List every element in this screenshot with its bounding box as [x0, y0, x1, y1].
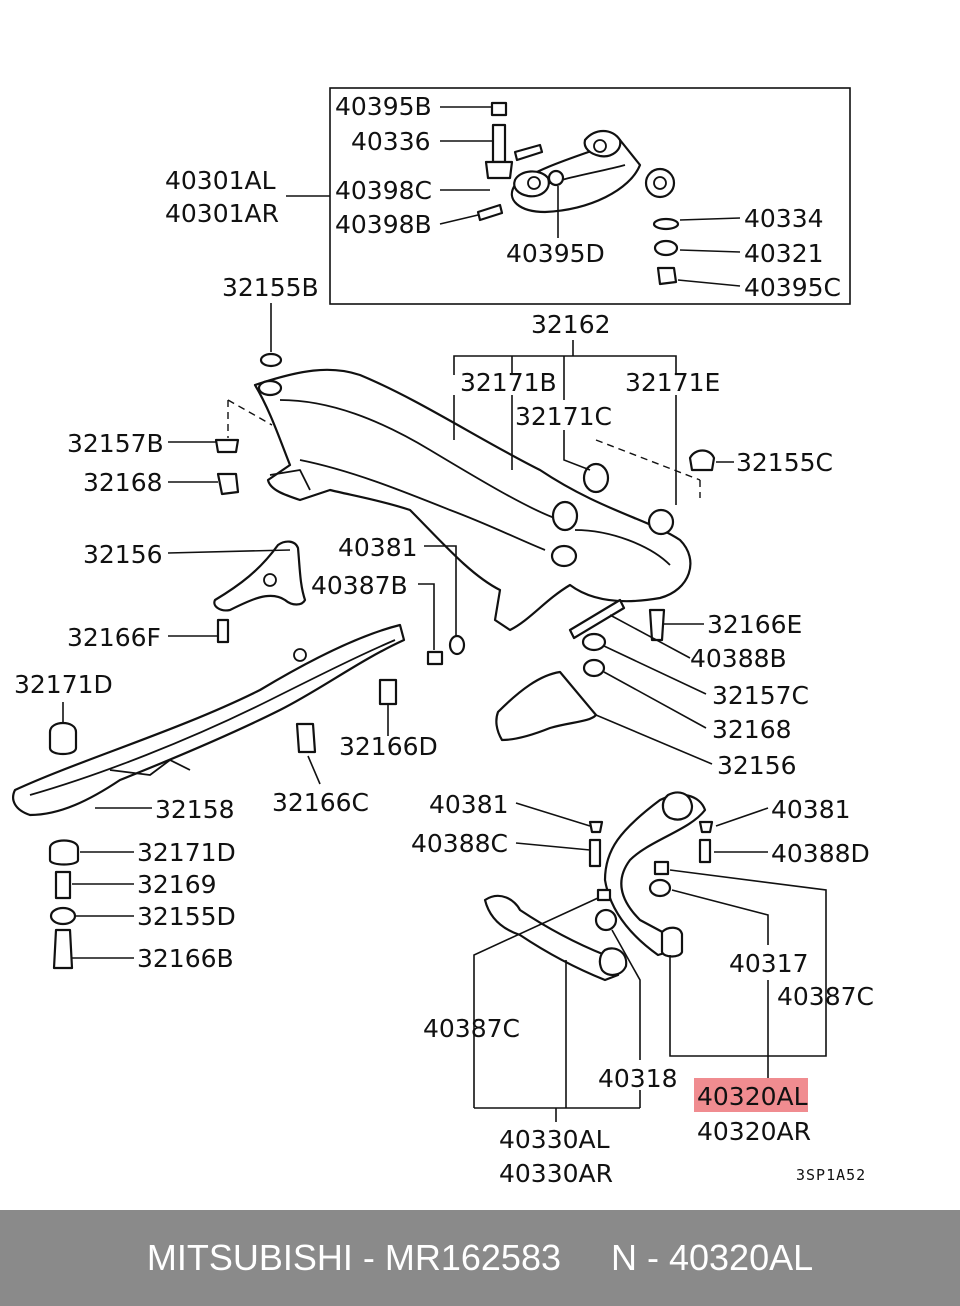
nut-40387B	[426, 650, 444, 666]
label-40301AR: 40301AR	[165, 199, 279, 228]
mid-leaders	[167, 545, 707, 729]
label-32157B: 32157B	[67, 429, 164, 458]
label-32168: 32168	[83, 468, 163, 497]
label-32166B: 32166B	[137, 944, 234, 973]
label-32162: 32162	[531, 310, 611, 339]
upper-control-arm-drawing	[510, 129, 676, 214]
upper-arm-bolts	[476, 101, 680, 286]
label-32156: 32156	[83, 540, 163, 569]
label-40398C: 40398C	[335, 176, 432, 205]
label-32155D: 32155D	[137, 902, 236, 931]
label-40388C: 40388C	[411, 829, 508, 858]
label-40381-b: 40381	[429, 790, 509, 819]
label-32168-b: 32168	[712, 715, 792, 744]
lower-arm-leaders	[473, 802, 827, 1122]
label-32156-b: 32156	[717, 751, 797, 780]
label-40320AR: 40320AR	[697, 1117, 811, 1146]
lower-arm-R-drawing	[483, 888, 628, 982]
part-highlight	[694, 1078, 808, 1112]
part-number-footer: MITSUBISHI - MR162583 N - 40320AL	[0, 1210, 960, 1306]
washer-32157C	[581, 632, 607, 652]
exploded-parts-diagram: 40395B 40336 40301AL 40301AR 40398C 4039…	[12, 87, 874, 1188]
label-40330AR: 40330AR	[499, 1159, 613, 1188]
label-40301AL: 40301AL	[165, 166, 276, 195]
label-40395B: 40395B	[335, 92, 432, 121]
label-32166C: 32166C	[272, 788, 369, 817]
label-40317: 40317	[729, 949, 809, 978]
label-40387C-b: 40387C	[423, 1014, 520, 1043]
bolt-32166F	[216, 618, 230, 644]
crossmember-leaders	[168, 303, 734, 505]
label-32171D-b: 32171D	[137, 838, 236, 867]
diagram-code: 3SP1A52	[796, 1166, 866, 1184]
part-labels: 40395B 40336 40301AL 40301AR 40398C 4039…	[14, 92, 874, 1188]
label-32171D: 32171D	[14, 670, 113, 699]
label-40330AL: 40330AL	[499, 1125, 610, 1154]
bracket-lower-drawing	[495, 670, 598, 742]
label-32171E: 32171E	[625, 368, 720, 397]
label-32166F: 32166F	[67, 623, 161, 652]
label-40395C: 40395C	[744, 273, 841, 302]
rear-crossmember-parts	[48, 678, 398, 970]
nut-32168	[582, 658, 606, 678]
label-32155C: 32155C	[736, 448, 833, 477]
label-40387C: 40387C	[777, 982, 874, 1011]
bolt-32166E	[648, 608, 666, 642]
label-40318: 40318	[598, 1064, 678, 1093]
washer-40381	[448, 634, 466, 656]
label-32171C: 32171C	[515, 402, 612, 431]
label-40387B: 40387B	[311, 571, 408, 600]
label-32169: 32169	[137, 870, 217, 899]
label-32166E: 32166E	[707, 610, 802, 639]
rear-crossmember-drawing	[12, 623, 406, 817]
label-40321: 40321	[744, 239, 824, 268]
label-40381: 40381	[338, 533, 418, 562]
label-40336: 40336	[351, 127, 431, 156]
lower-arm-small-parts	[588, 820, 714, 868]
label-40388B: 40388B	[690, 644, 787, 673]
label-40398B: 40398B	[335, 210, 432, 239]
label-40381-c: 40381	[771, 795, 851, 824]
crossmember-bushings	[214, 352, 716, 568]
label-40334: 40334	[744, 204, 824, 233]
front-crossmember-drawing	[253, 368, 692, 632]
bracket-lower-leader	[595, 714, 713, 765]
label-32157C: 32157C	[712, 681, 809, 710]
label-32158: 32158	[155, 795, 235, 824]
label-32171B: 32171B	[460, 368, 557, 397]
label-40320AL: 40320AL	[697, 1082, 808, 1111]
label-40395D: 40395D	[506, 239, 605, 268]
rear-crossmember-leaders	[62, 702, 389, 959]
upper-arm-leaders	[286, 106, 741, 287]
lower-arm-L-drawing	[603, 791, 707, 958]
label-40388D: 40388D	[771, 839, 870, 868]
label-32155B: 32155B	[222, 273, 319, 302]
label-32166D: 32166D	[339, 732, 438, 761]
bolt-40388B	[568, 598, 626, 640]
